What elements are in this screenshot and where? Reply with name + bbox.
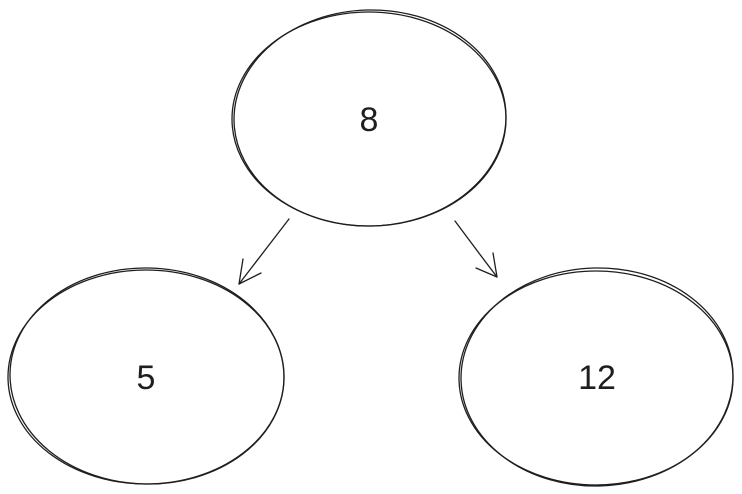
tree-node-root[interactable]: 8 xyxy=(231,6,509,229)
tree-node-left[interactable]: 5 xyxy=(7,265,286,487)
edge-root-left-line xyxy=(238,218,290,285)
node-left-outline-sketch xyxy=(9,267,285,485)
edge-root-right-arrowhead xyxy=(475,252,498,278)
node-right-label: 12 xyxy=(578,359,616,397)
node-left-label: 5 xyxy=(137,359,156,397)
edge-root-right-line xyxy=(454,220,498,278)
node-root-outline-sketch xyxy=(233,9,507,227)
edge-root-to-right xyxy=(454,220,498,278)
edge-root-to-left xyxy=(238,218,290,285)
edge-root-left-arrowhead xyxy=(238,258,262,285)
tree-node-right[interactable]: 12 xyxy=(458,265,736,489)
node-root-label: 8 xyxy=(360,101,379,139)
node-right-outline-sketch xyxy=(460,267,734,487)
